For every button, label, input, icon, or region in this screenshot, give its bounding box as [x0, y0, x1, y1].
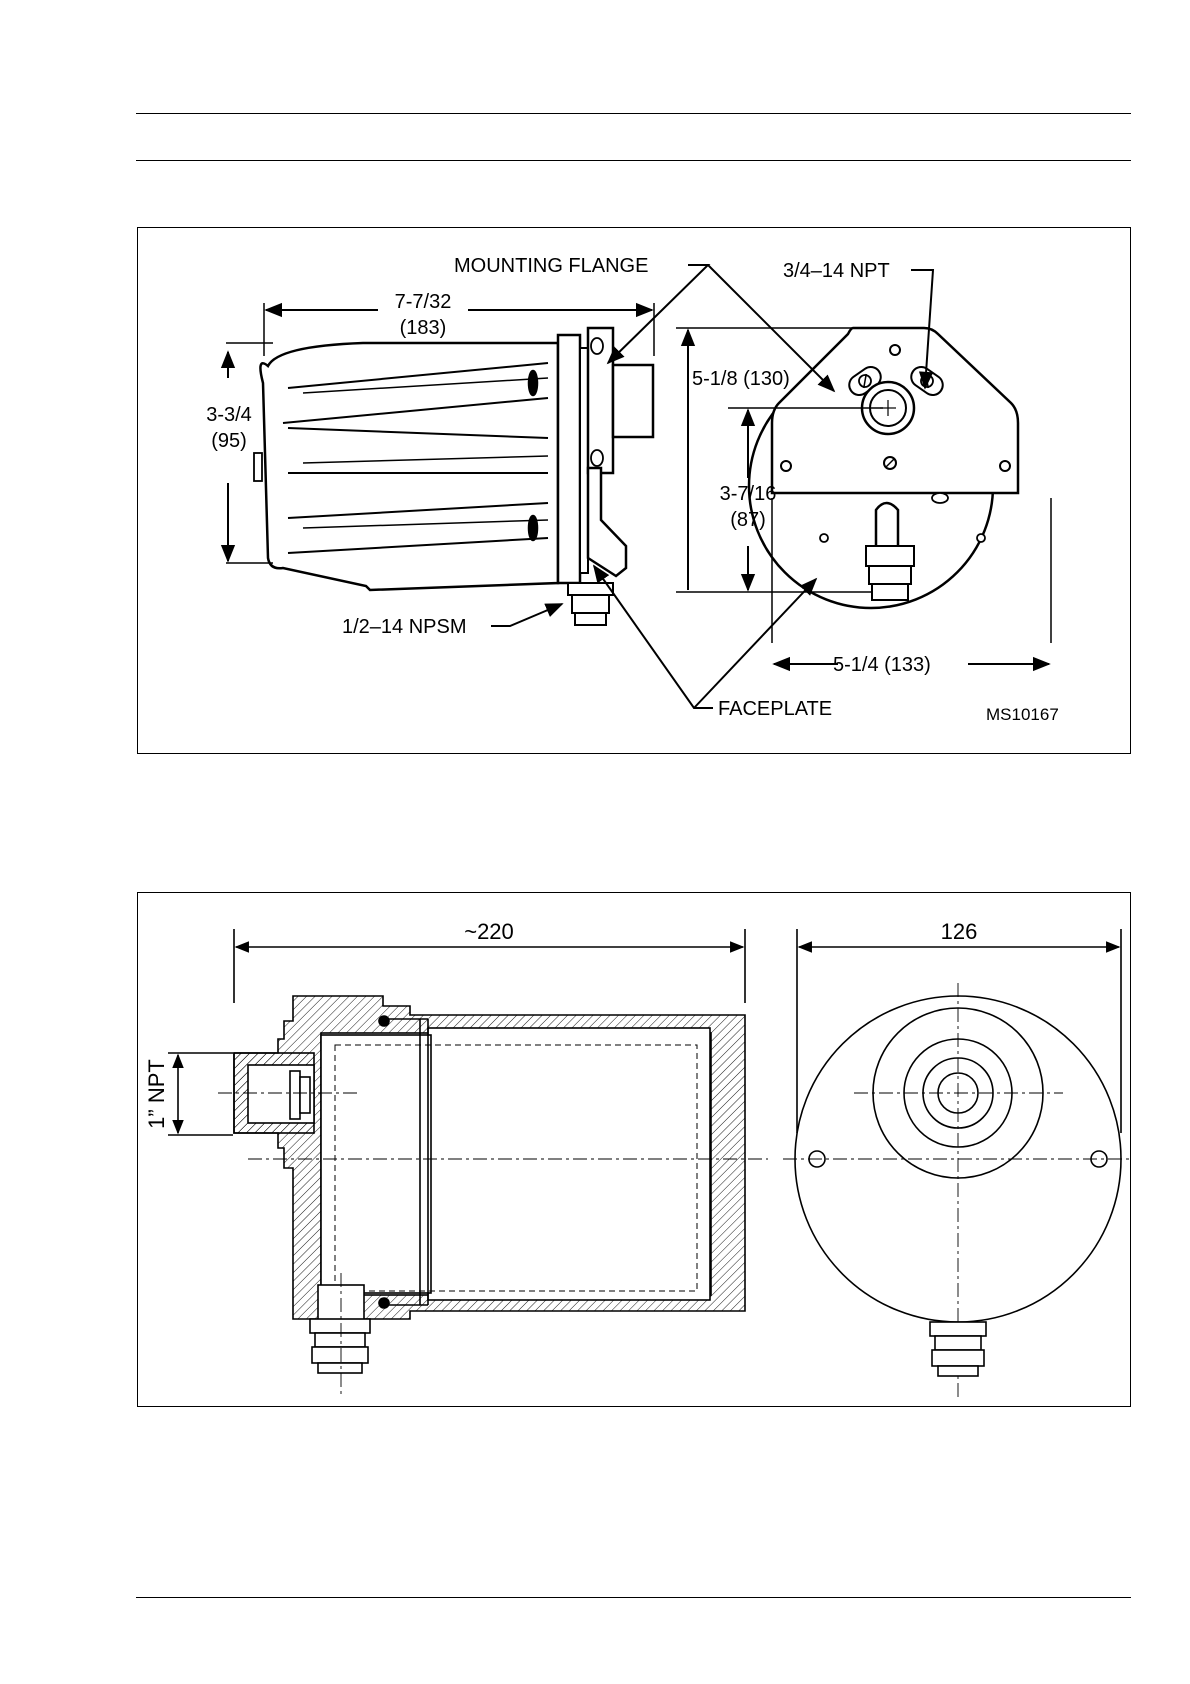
label-length-in: 7-7/32: [395, 291, 452, 313]
label-npsm: 1/2–14 NPSM: [342, 616, 467, 638]
section-drawing: ~220 126 1” NPT: [138, 893, 1130, 1406]
housing-end-circle: [795, 996, 1121, 1322]
window-cavity: [428, 1028, 710, 1300]
fitting-end-3: [932, 1350, 984, 1366]
flange-bolt-2: [591, 450, 603, 466]
mounting-hub: [613, 365, 653, 437]
bottom-stem: [876, 503, 898, 546]
fitting-end-4: [938, 1366, 978, 1376]
rib-notch-2: [529, 516, 537, 540]
npsm-fitting-front-2: [869, 566, 911, 584]
fitting-section-1: [310, 1319, 370, 1333]
label-height-mm: (95): [211, 430, 247, 452]
label-thread: 1” NPT: [144, 1059, 169, 1129]
fitting-end-2: [935, 1336, 981, 1350]
housing-indicator: [932, 493, 948, 503]
side-view: [254, 328, 653, 625]
faceplate-screw-right: [1000, 461, 1010, 471]
conduit-boss: [588, 468, 626, 576]
end-view: [795, 996, 1121, 1376]
label-width: 5-1/4 (133): [833, 654, 931, 676]
label-length-mm: (183): [400, 317, 447, 339]
figure-detector-dimensions: MOUNTING FLANGE 3/4–14 NPT 7-7/32 (183) …: [137, 227, 1131, 754]
inner-ring-2: [300, 1077, 310, 1113]
faceplate-side: [558, 335, 580, 583]
leader-npsm: [491, 604, 562, 626]
figure-section-dimensions: ~220 126 1” NPT: [137, 892, 1131, 1407]
inner-body: [321, 1035, 431, 1293]
flange-bolt-1: [591, 338, 603, 354]
header-rule-top: [136, 113, 1131, 114]
npsm-fitting-front-1: [866, 546, 914, 566]
oring-top: [379, 1016, 389, 1026]
fitting-end-1: [930, 1322, 986, 1336]
header-rule-bottom: [136, 160, 1131, 161]
inner-ring: [290, 1071, 300, 1119]
oring-bottom: [379, 1298, 389, 1308]
label-face-height: 5-1/8 (130): [692, 368, 790, 390]
faceplate-screw-top: [890, 345, 900, 355]
rear-tab: [254, 453, 262, 481]
npsm-fitting-front-3: [872, 584, 908, 600]
fitting-section-2: [315, 1333, 365, 1347]
label-height-in: 3-3/4: [206, 404, 252, 426]
fitting-section-4: [318, 1363, 362, 1373]
label-drawing-no: MS10167: [986, 705, 1059, 724]
housing-screw-right: [977, 534, 985, 542]
label-length: ~220: [464, 919, 514, 944]
footer-rule: [136, 1597, 1131, 1598]
npsm-fitting-side-2: [572, 595, 609, 613]
label-faceplate: FACEPLATE: [718, 698, 832, 720]
detector-drawing: MOUNTING FLANGE 3/4–14 NPT 7-7/32 (183) …: [138, 228, 1130, 753]
leader-faceplate-2: [694, 579, 816, 708]
label-diameter: 126: [941, 919, 978, 944]
label-npt-34: 3/4–14 NPT: [783, 260, 890, 282]
label-center-height-mm: (87): [730, 509, 766, 531]
label-center-height-in: 3-7/16: [720, 483, 777, 505]
housing-screw-left: [820, 534, 828, 542]
section-view: [234, 996, 745, 1373]
rib-notch-1: [529, 371, 537, 395]
faceplate-screw-left: [781, 461, 791, 471]
npsm-fitting-side-3: [575, 613, 606, 625]
leader-mounting-flange: [608, 265, 708, 363]
fitting-section-3: [312, 1347, 368, 1363]
label-mounting-flange: MOUNTING FLANGE: [454, 255, 648, 277]
